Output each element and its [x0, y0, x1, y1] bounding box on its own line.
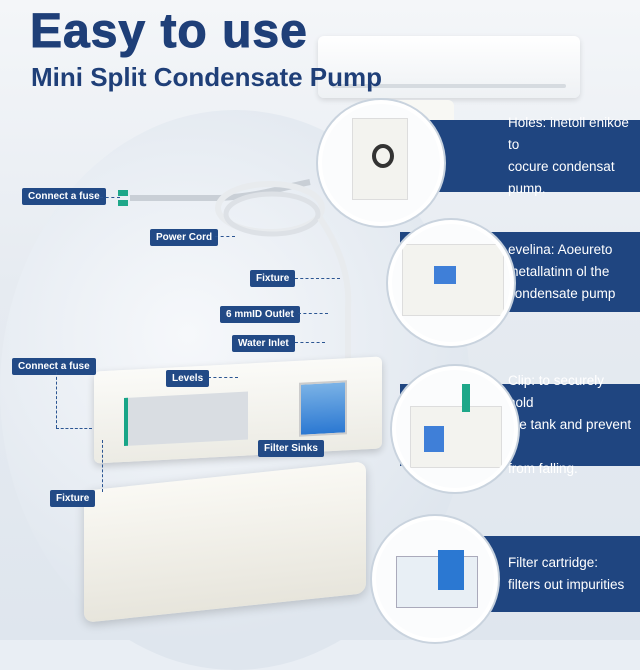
feature-line: condensate pump [508, 286, 616, 301]
feature-text: Filter cartridge: filters out impurities [508, 536, 632, 612]
callout-levels: Levels [166, 370, 210, 387]
feature-line: filters out impurities [508, 577, 625, 592]
leader-line [215, 236, 235, 237]
leader-line [100, 197, 120, 198]
page-title: Easy to use [30, 5, 308, 59]
callout-fixture-top: Fixture [250, 270, 296, 287]
leader-line [298, 313, 328, 314]
callout-water-inlet: Water Inlet [232, 335, 295, 352]
zoom-level-image [388, 220, 514, 346]
power-cord-illustration [118, 179, 352, 368]
callout-fixture-bottom: Fixture [50, 490, 96, 507]
filter-window [299, 380, 347, 437]
leader-line [295, 342, 325, 343]
feature-lead: Holes: [508, 115, 547, 130]
leader-line [102, 440, 103, 492]
feature-line: inetallatinn ol the [508, 264, 610, 279]
feature-line: inetoll enikoe to [508, 115, 629, 152]
pump-label-plate [124, 391, 248, 446]
leader-line [56, 372, 57, 428]
feature-lead: Filter cartridge: [508, 555, 599, 570]
feature-line: to securely hold [508, 373, 605, 410]
feature-text: Holes: inetoll enikoe to cocure condensa… [508, 115, 632, 196]
air-conditioner-image [318, 36, 580, 98]
callout-filter-sinks: Filter Sinks [258, 440, 324, 457]
feature-line: the tank and prevent it [508, 417, 632, 454]
zoom-filter-image [372, 516, 498, 642]
feature-lead: Clip: [508, 373, 536, 388]
feature-line: cocure condensat pump. [508, 159, 615, 196]
feature-text: evelina: Aoeureto inetallatinn ol the co… [508, 232, 632, 312]
leader-line [56, 428, 92, 429]
feature-lead: evelina: [508, 242, 555, 257]
zoom-clip-image [392, 366, 518, 492]
leader-line [208, 377, 238, 378]
callout-connect-fuse-top: Connect a fuse [22, 188, 106, 205]
leader-line [295, 278, 340, 279]
callout-power-cord: Power Cord [150, 229, 219, 246]
pump-body-image [94, 356, 382, 464]
page-subtitle: Mini Split Condensate Pump [31, 62, 383, 92]
zoom-holes-image [318, 100, 444, 226]
feature-text: Clip: to securely hold the tank and prev… [508, 373, 632, 476]
callout-outlet: 6 mmID Outlet [220, 306, 300, 323]
feature-line: Aoeureto [557, 242, 613, 257]
feature-line: from falling. [508, 461, 578, 476]
callout-connect-fuse-left: Connect a fuse [12, 358, 96, 375]
